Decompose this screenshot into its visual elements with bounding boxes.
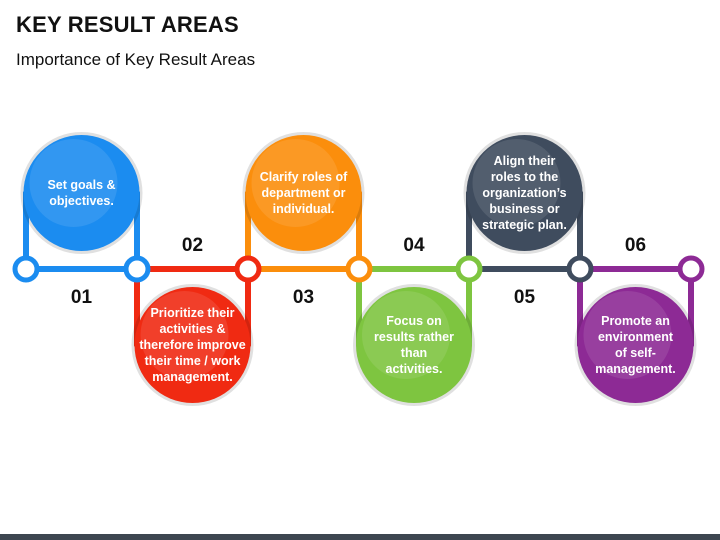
timeline-node [12, 255, 40, 283]
step-01-text-line: Set goals & [47, 178, 115, 192]
page-title: KEY RESULT AREAS [16, 12, 239, 37]
step-number-02: 02 [182, 235, 203, 256]
step-circle-04 [356, 287, 472, 403]
timeline-node [455, 255, 483, 283]
step-01-text-line: objectives. [49, 194, 114, 208]
step-number-06: 06 [625, 235, 646, 256]
step-05-text-line: Align their [494, 154, 556, 168]
circle-highlight-04 [362, 291, 450, 379]
step-03-text-line: department or [261, 186, 345, 200]
step-number-03: 03 [293, 287, 314, 308]
step-circle-06 [577, 287, 694, 403]
step-04-text-line: than [401, 346, 427, 360]
step-05-text-line: organization’s [482, 186, 566, 200]
step-circle-01 [23, 135, 140, 251]
step-02-text-line: their time / work [145, 354, 241, 368]
step-06-text-line: environment [598, 330, 674, 344]
step-02-text-line: activities & [159, 322, 225, 336]
step-04-text-line: activities. [386, 362, 443, 376]
step-circle-02 [134, 287, 251, 403]
timeline-node [345, 255, 373, 283]
circle-highlight-01 [29, 139, 118, 227]
circle-highlight-06 [583, 291, 672, 379]
footer-bar [0, 534, 720, 540]
timeline-node [123, 255, 151, 283]
step-05-text-line: business or [489, 202, 559, 216]
step-circle-05 [466, 135, 583, 251]
step-04-text-line: results rather [374, 330, 454, 344]
step-06-text-line: of self- [615, 346, 656, 360]
step-02-text-line: management. [152, 370, 233, 384]
timeline-node [677, 255, 705, 283]
step-number-01: 01 [71, 287, 93, 308]
step-06-text-line: management. [595, 362, 676, 376]
page-subtitle: Importance of Key Result Areas [16, 50, 256, 69]
circle-highlight-05 [472, 139, 561, 227]
step-05-text-line: roles to the [491, 170, 558, 184]
step-03-text-line: individual. [273, 202, 335, 216]
timeline-node [566, 255, 594, 283]
step-04-text-line: Focus on [386, 314, 442, 328]
step-number-05: 05 [514, 287, 536, 308]
timeline-node [234, 255, 262, 283]
circle-highlight-03 [251, 139, 340, 227]
step-02-text-line: Prioritize their [150, 306, 234, 320]
circle-highlight-02 [140, 291, 229, 379]
step-circle-03 [245, 135, 362, 251]
step-06-text-line: Promote an [601, 314, 670, 328]
step-05-text-line: strategic plan. [482, 218, 567, 232]
step-02-text-line: therefore improve [139, 338, 245, 352]
step-03-text-line: Clarify roles of [260, 170, 348, 184]
step-number-04: 04 [403, 235, 425, 256]
